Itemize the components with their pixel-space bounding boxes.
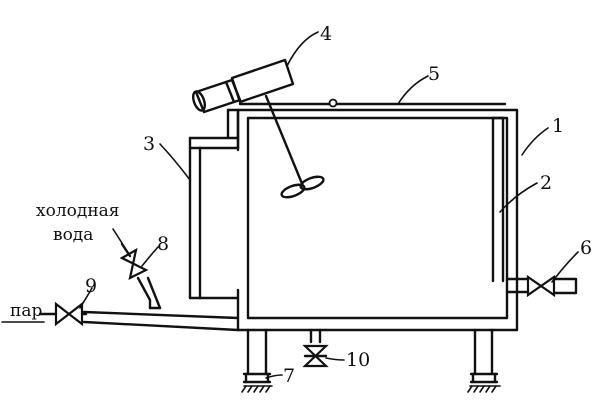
label-2: 2 (540, 172, 552, 194)
steam-label: пар (10, 301, 42, 321)
label-6: 6 (580, 237, 592, 259)
outlet-valve-6 (505, 274, 578, 298)
cold-water-label-line1: холодная (36, 201, 120, 221)
label-10: 10 (346, 349, 370, 371)
steam-pipe (82, 276, 240, 332)
legs (241, 328, 501, 393)
label-1: 1 (552, 115, 564, 137)
label-4: 4 (320, 23, 332, 45)
label-9: 9 (85, 275, 97, 297)
drain-valve-10 (302, 328, 329, 368)
water-valve-8 (112, 228, 149, 281)
right-coil (491, 116, 505, 283)
vessel (236, 98, 519, 332)
label-8: 8 (157, 233, 169, 255)
label-5: 5 (428, 63, 440, 85)
label-3: 3 (143, 133, 155, 155)
cold-water-label-line2: вода (53, 225, 93, 245)
motor-stirrer (191, 58, 325, 199)
steam-valve-9 (38, 301, 88, 327)
leader-lines (1, 31, 579, 379)
left-riser (188, 108, 240, 300)
label-7: 7 (283, 365, 295, 387)
